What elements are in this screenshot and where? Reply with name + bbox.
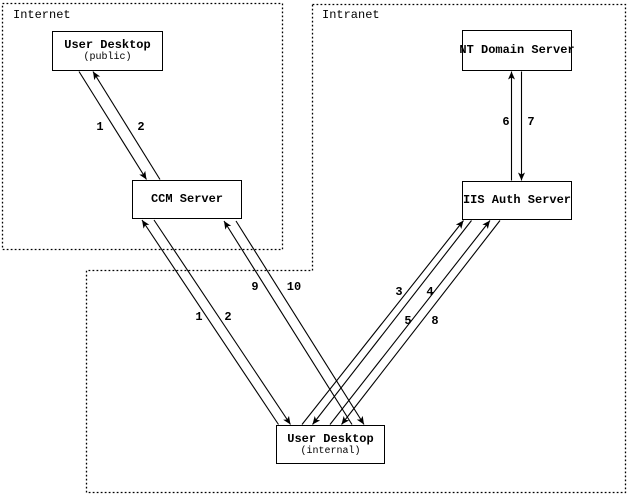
edge-line-5-internal-to-iis [329,220,491,425]
node-subtitle: (public) [83,52,132,63]
intranet-zone-label: Intranet [322,8,380,22]
edge-label-5: 5 [404,314,412,328]
edge-label-2-public: 2 [137,120,145,134]
internet-zone-label: Internet [13,8,71,22]
edge-line-2-ccm-to-internal [153,219,291,425]
edge-label-10: 10 [286,280,302,294]
node-title: CCM Server [150,192,223,206]
node-ccm-server: CCM Server [132,180,242,219]
edge-line-8-iis-to-internal [341,220,501,425]
internet-zone-outline [1,2,284,251]
edge-label-9: 9 [251,280,259,294]
edge-label-3: 3 [395,285,403,299]
intranet-zone-outline [85,3,627,494]
edge-line-3-internal-to-iis [301,220,464,425]
node-user-desktop-public: User Desktop (public) [52,31,163,71]
node-title: User Desktop [64,38,151,52]
edge-label-1-internal: 1 [195,310,203,324]
node-title: NT Domain Server [459,43,575,57]
node-iis-auth-server: IIS Auth Server [462,181,572,220]
node-title: IIS Auth Server [462,193,572,207]
node-title: User Desktop [287,431,374,446]
node-user-desktop-internal: User Desktop (internal) [276,425,385,464]
edge-line-2-ccm-to-public [92,71,161,180]
node-subtitle: (internal) [300,445,361,457]
edge-line-10-ccm-to-internal [235,220,365,425]
edge-label-2-internal: 2 [224,310,232,324]
edge-line-1-public-to-ccm [78,71,147,180]
edge-line-9-internal-to-ccm [223,220,353,425]
edge-line-1-internal-to-ccm [141,219,279,425]
edge-label-4: 4 [426,285,434,299]
node-nt-domain-server: NT Domain Server [459,30,575,71]
edge-label-7: 7 [527,115,535,129]
edge-line-4-iis-to-internal [312,220,472,425]
edge-label-1-public: 1 [96,120,104,134]
edge-label-6: 6 [502,115,510,129]
edge-label-8: 8 [431,314,439,328]
